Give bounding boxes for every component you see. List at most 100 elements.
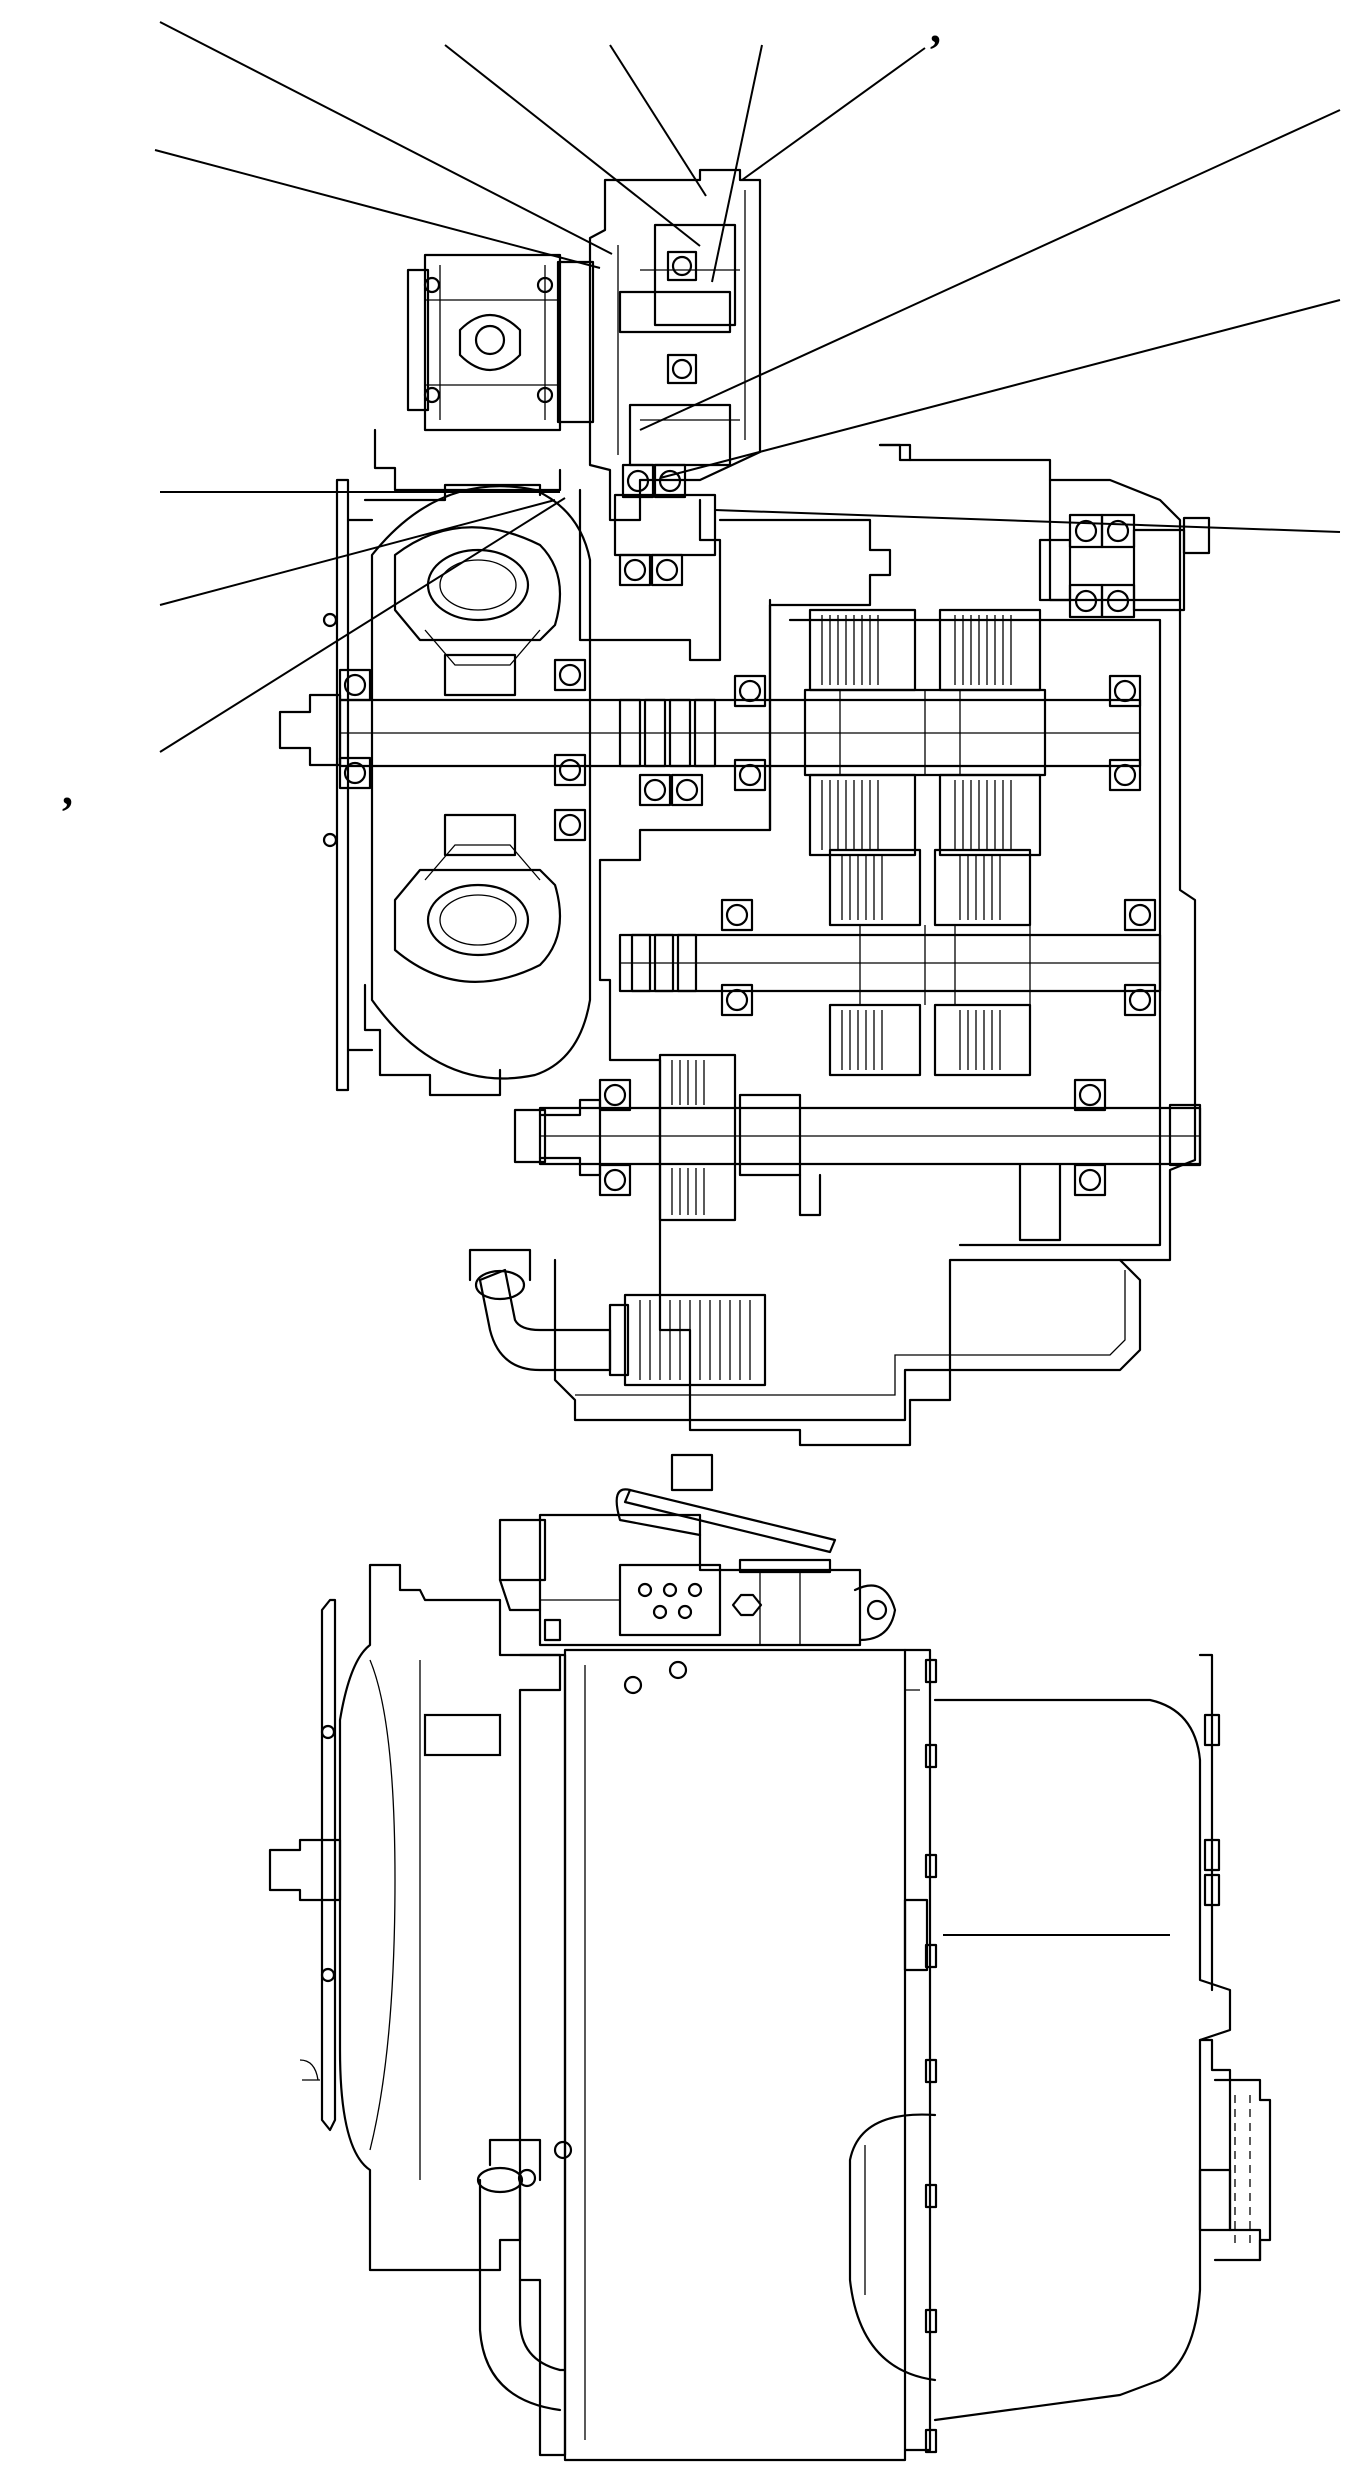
front-bearing-bottom <box>338 756 372 790</box>
idler-bearing-lower <box>666 353 698 385</box>
idler-bearing-ball-top <box>671 255 693 277</box>
shaft-spline-3 <box>668 698 692 768</box>
pump-flange-r <box>556 260 595 424</box>
leader-line-2 <box>444 44 701 247</box>
rear-bolt-5 <box>924 2058 938 2084</box>
mid-clutch-plates-1 <box>841 855 883 920</box>
manifold-port-1 <box>637 1582 653 1598</box>
input-flange <box>278 693 342 767</box>
main-case-front-flange <box>518 1653 567 2457</box>
flange-bolt-bottom <box>322 832 338 848</box>
mid-clutch-plates-3 <box>841 1010 883 1070</box>
mid-clutch-hub <box>859 925 1031 1005</box>
shaft-bearing-b <box>733 758 767 792</box>
pump-bearing-r <box>653 463 687 499</box>
impeller-lower <box>393 868 562 983</box>
manifold-port-4 <box>652 1604 668 1620</box>
output-clutch-plates <box>671 1060 705 1215</box>
converter-bottom-housing <box>363 983 502 1097</box>
clutch-plates-2 <box>954 615 1012 685</box>
valve-bolt-row <box>738 1558 832 1574</box>
leader-line-12 <box>159 497 566 753</box>
rear-flange-bolt-1 <box>1203 1713 1221 1747</box>
case-inner-wall <box>768 598 1162 1247</box>
housing-bolt-1 <box>320 1724 336 1740</box>
pump-mount <box>373 428 562 492</box>
leader-lines <box>154 21 1341 1936</box>
clutch-plates-1 <box>821 615 879 685</box>
turbine-upper-core-inner <box>439 559 517 611</box>
leader-line-3 <box>609 44 707 197</box>
output-flange-front <box>513 1108 547 1164</box>
mid-bearing-ball-1 <box>725 903 749 927</box>
conv-bearing-ball-1 <box>558 663 582 687</box>
pump-flange-l <box>406 268 430 412</box>
rear-output-yoke-dash <box>1234 2095 1251 2245</box>
rear-flange-bolt-3 <box>1203 1873 1221 1907</box>
manifold-port-5 <box>677 1604 693 1620</box>
pump-bearing-l <box>621 463 655 499</box>
mid-bearing-ball-2 <box>725 988 749 1012</box>
turbine-lower-core-inner <box>439 894 517 946</box>
shaft-bearing-ball-c <box>1113 679 1137 703</box>
pump-bearing-ball-r <box>658 469 682 493</box>
idler-bearing-ball-lower <box>671 358 693 380</box>
oil-filter-ribs <box>639 1300 751 1380</box>
shaft-spline-1 <box>618 698 642 768</box>
upper-gear-inner <box>617 190 746 455</box>
pickup-bearing-1 <box>1068 513 1104 549</box>
idler-shaft <box>618 290 732 334</box>
conv-bearing-1 <box>553 658 587 692</box>
main-case-rear-rail <box>903 1648 932 2452</box>
shaft-bearing-f <box>670 773 704 807</box>
shaft-bearing-ball-b <box>738 763 762 787</box>
housing-contour <box>369 1659 421 2180</box>
flywheel-hub <box>268 1838 342 1902</box>
pipe-fitting <box>474 1269 526 1301</box>
mid-bearing-2 <box>720 983 754 1017</box>
annotation-mark-top: , <box>930 3 941 52</box>
output-case-bottom <box>798 1163 1062 1242</box>
mid-bearing-ball-3 <box>1128 903 1152 927</box>
leader-line-6 <box>154 149 601 269</box>
transmission-case <box>598 443 1197 1447</box>
leader-line-8 <box>659 299 1341 479</box>
rear-bolt-7 <box>924 2308 938 2334</box>
pump-port-shape <box>458 314 522 371</box>
upper-clutch-packs <box>803 608 1047 857</box>
shaft-spline-4 <box>693 698 717 768</box>
output-clutch-drum <box>658 1053 737 1222</box>
pump-bearing-r2 <box>650 553 684 587</box>
shaft-bearing-c <box>1108 674 1142 708</box>
shaft-spline-2 <box>643 698 667 768</box>
rear-cover-bulge <box>848 2113 937 2382</box>
leader-line-1 <box>159 21 613 255</box>
lower-pipe-end <box>476 2166 524 2194</box>
valve-sensor <box>498 1578 562 1642</box>
stator-hub-lower <box>443 813 517 857</box>
impeller-upper <box>393 526 562 642</box>
pump-bolt-2 <box>423 386 441 404</box>
front-bearing-ball-bottom <box>343 761 367 785</box>
pump-drive-gear <box>628 403 732 467</box>
case-hole-3 <box>553 2140 573 2160</box>
case-hole-2 <box>668 1660 688 1680</box>
oil-filter <box>623 1293 767 1387</box>
converter-front-housing <box>346 518 374 1052</box>
shaft-bearing-e <box>638 773 672 807</box>
turbine-upper-core <box>426 548 530 622</box>
section-view <box>278 168 1211 1447</box>
case-tab <box>903 1898 929 1972</box>
connector-lever <box>853 1584 897 1642</box>
conv-bearing-3 <box>553 808 587 842</box>
nameplate <box>423 1713 502 1757</box>
rear-bolt-1 <box>924 1658 938 1684</box>
connector-pivot <box>866 1599 888 1621</box>
shaft-bearing-ball-e <box>643 778 667 802</box>
shaft-bearing-d <box>1108 758 1142 792</box>
pickup-bearing-ball-2 <box>1106 519 1130 543</box>
output-flange-rear <box>1168 1103 1202 1167</box>
case-hole-4 <box>517 2168 537 2188</box>
mounting-stub <box>299 2059 320 2081</box>
